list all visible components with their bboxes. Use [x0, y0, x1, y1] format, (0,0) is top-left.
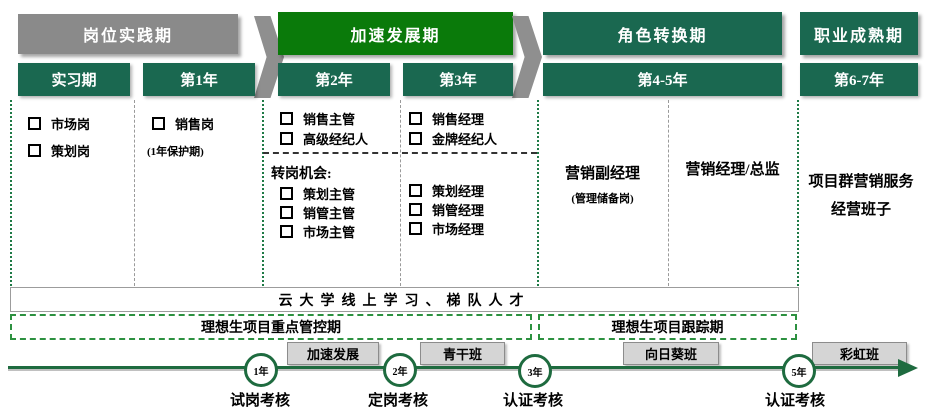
- period-year3: 第3年: [403, 63, 513, 96]
- protection-note: (1年保护期): [147, 146, 204, 158]
- period-year6-7: 第6-7年: [800, 63, 918, 96]
- milestone-label: 认证考核: [764, 393, 825, 409]
- position-label: 高级经纪人: [303, 132, 369, 147]
- position-label: 销售主管: [303, 112, 356, 127]
- class-box-rainbow: 彩虹班: [812, 342, 907, 365]
- timeline-arrow-icon: [898, 359, 918, 377]
- class-box-acceleration: 加速发展: [287, 342, 379, 365]
- checkbox-icon: [409, 222, 422, 235]
- checkbox-icon: [409, 112, 422, 125]
- checkbox-icon: [280, 187, 293, 200]
- section-divider: [10, 100, 12, 286]
- list-item: 市场主管: [280, 222, 355, 241]
- checkbox-icon: [409, 184, 422, 197]
- period-intern: 实习期: [18, 63, 130, 96]
- milestone-label: 认证考核: [502, 393, 563, 409]
- period-year4-5: 第4-5年: [543, 63, 782, 96]
- list-item: 销售经理: [409, 109, 484, 128]
- position-label: 市场经理: [432, 222, 485, 237]
- checkbox-icon: [280, 132, 293, 145]
- list-item: 市场经理: [409, 219, 484, 238]
- section-divider: [537, 100, 539, 286]
- list-item: 金牌经纪人: [409, 129, 497, 148]
- list-item: 销售岗: [152, 114, 214, 133]
- column-divider: [668, 100, 669, 286]
- checkbox-icon: [409, 203, 422, 216]
- checkbox-icon: [280, 112, 293, 125]
- milestone-label: 定岗考核: [367, 393, 428, 409]
- position-label: 销管主管: [303, 206, 356, 221]
- list-item: 销管经理: [409, 200, 484, 219]
- period-year1: 第1年: [143, 63, 255, 96]
- stage-header-acceleration: 加速发展期: [278, 12, 513, 55]
- section-divider: [797, 100, 799, 286]
- checkbox-icon: [280, 206, 293, 219]
- list-item: 市场岗: [28, 114, 90, 133]
- list-item: 销管主管: [280, 203, 355, 222]
- tracking-period-bar: 理想生项目跟踪期: [538, 314, 797, 340]
- list-item: 销售主管: [280, 109, 355, 128]
- role-left-title: 营销副经理: [564, 166, 640, 182]
- arrow-right-icon: [512, 16, 542, 98]
- checkbox-icon: [28, 117, 41, 130]
- list-item: 策划主管: [280, 184, 355, 203]
- stage-header-practice: 岗位实践期: [18, 14, 238, 54]
- maturity-role-text: 项目群营销服务经营班子: [808, 174, 914, 218]
- timeline-axis: [8, 366, 900, 369]
- control-period-bar: 理想生项目重点管控期: [10, 314, 532, 340]
- section-divider: [262, 100, 264, 286]
- milestone-circle-1yr: 1年: [244, 353, 278, 387]
- position-label: 销售经理: [432, 112, 485, 127]
- position-label: 销售岗: [175, 117, 215, 132]
- position-label: 销管经理: [432, 203, 485, 218]
- role-left-note: (管理储备岗): [571, 193, 634, 205]
- position-label: 策划经理: [432, 184, 485, 199]
- stage-header-maturity: 职业成熟期: [800, 12, 918, 55]
- list-item: 策划岗: [28, 141, 90, 160]
- milestone-circle-3yr: 3年: [518, 354, 552, 388]
- column-divider: [134, 100, 135, 286]
- position-label: 市场主管: [303, 225, 356, 240]
- milestone-circle-5yr: 5年: [782, 354, 816, 388]
- position-label: 策划岗: [51, 144, 91, 159]
- checkbox-icon: [152, 117, 165, 130]
- university-bar: 云大学线上学习、梯队人才: [10, 287, 799, 312]
- period-year2: 第2年: [278, 63, 390, 96]
- transfer-title: 转岗机会:: [271, 167, 332, 182]
- list-item: 策划经理: [409, 181, 484, 200]
- checkbox-icon: [280, 225, 293, 238]
- position-label: 市场岗: [51, 117, 91, 132]
- position-label: 策划主管: [303, 187, 356, 202]
- class-box-sunflower: 向日葵班: [623, 342, 719, 365]
- class-box-qingган: 青干班: [420, 342, 505, 365]
- checkbox-icon: [409, 132, 422, 145]
- transfer-divider: [263, 152, 537, 154]
- list-item: 高级经纪人: [280, 129, 368, 148]
- milestone-circle-2yr: 2年: [383, 353, 417, 387]
- stage-header-role-change: 角色转换期: [543, 12, 782, 55]
- milestone-label: 试岗考核: [229, 393, 290, 409]
- role-right-title: 营销经理/总监: [685, 162, 780, 178]
- column-divider: [400, 100, 401, 286]
- position-label: 金牌经纪人: [432, 132, 498, 147]
- checkbox-icon: [28, 144, 41, 157]
